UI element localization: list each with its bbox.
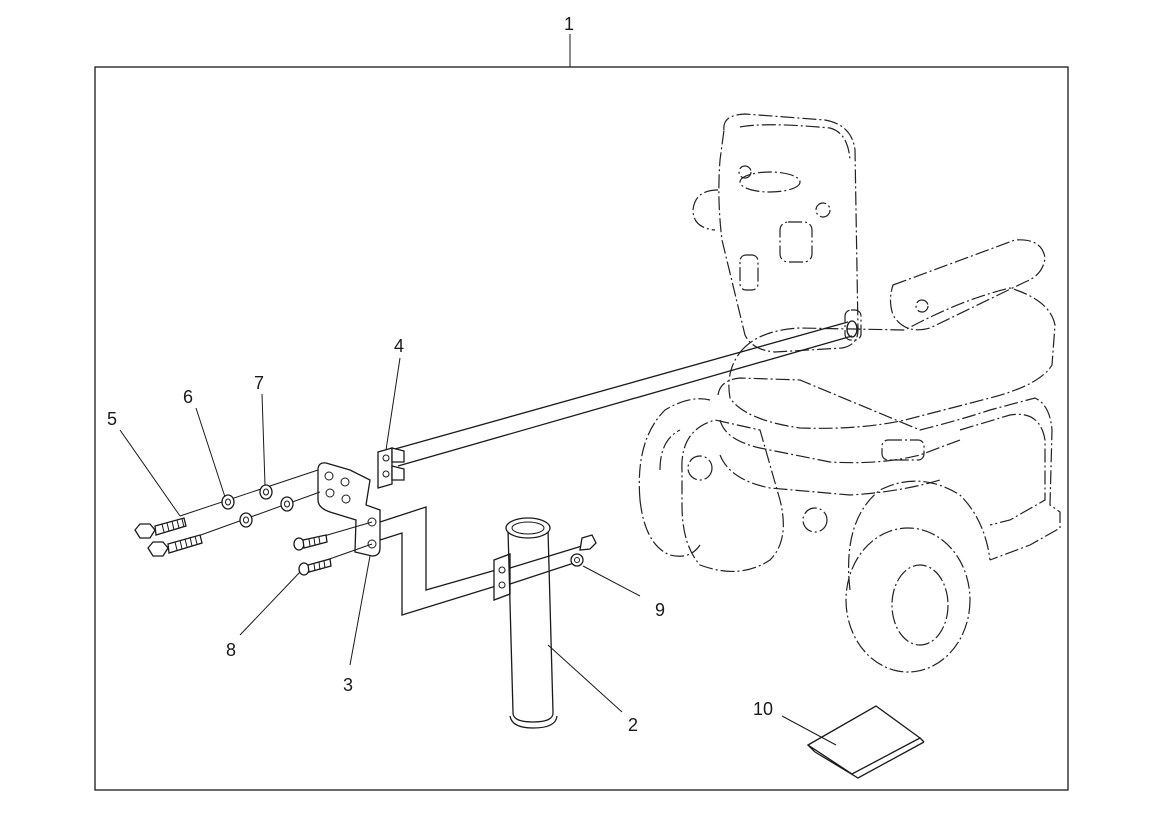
callout-8: 8: [226, 640, 236, 660]
callout-9: 9: [655, 600, 665, 620]
mounting-bracket: [317, 462, 497, 616]
hardware: [134, 469, 373, 576]
screw-upper: [293, 534, 328, 551]
callout-3: 3: [343, 675, 353, 695]
screw-lower: [298, 558, 332, 576]
hex-bolt-upper: [134, 517, 187, 539]
callout-labels: 1 2 3 4 5 6 7 8 9 10: [107, 14, 773, 735]
callout-6: 6: [183, 387, 193, 407]
flag-pole-rod: [377, 320, 858, 489]
scooter-phantom-outline: [638, 113, 1061, 673]
kit-frame: [94, 66, 1069, 791]
leader-lines: [119, 34, 837, 746]
flag-holder-tube: [493, 517, 597, 729]
callout-5: 5: [107, 409, 117, 429]
callout-4: 4: [394, 336, 404, 356]
callout-1: 1: [564, 14, 574, 34]
hex-bolt-lower: [147, 534, 203, 557]
callout-10: 10: [753, 699, 773, 719]
instruction-manual: [806, 705, 925, 779]
callout-7: 7: [254, 373, 264, 393]
callout-2: 2: [628, 715, 638, 735]
